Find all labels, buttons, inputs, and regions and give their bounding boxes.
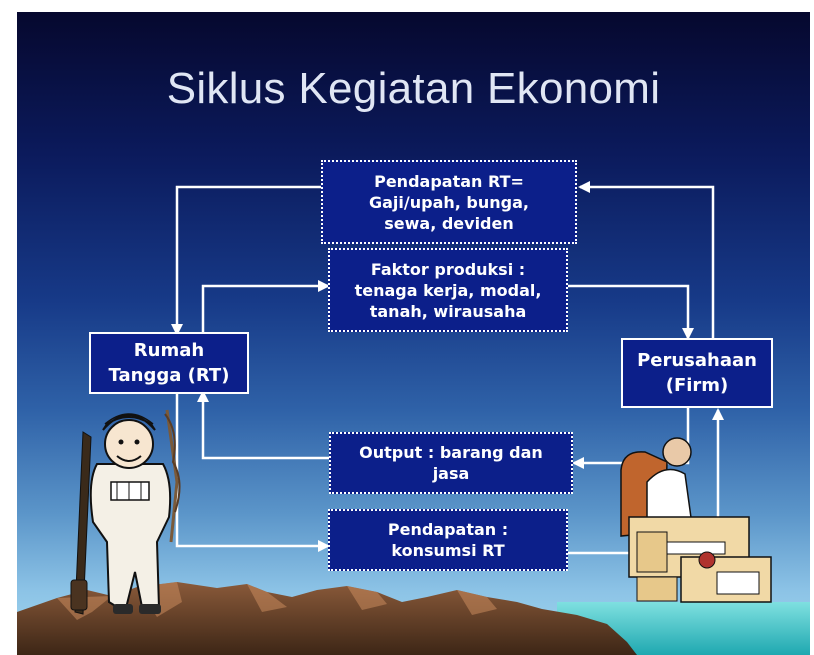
node-firm: Perusahaan (Firm)	[621, 338, 773, 408]
node-label-line: Perusahaan	[637, 350, 757, 371]
flow-text-line: sewa, deviden	[384, 213, 514, 233]
arrow-factors-to-firm	[201, 280, 694, 340]
flow-text-line: Output : barang dan	[359, 443, 543, 462]
slide: Siklus Kegiatan Ekonomi	[17, 12, 810, 655]
flow-text-line: Pendapatan RT=	[374, 171, 524, 191]
hunter-cartoon	[70, 409, 181, 615]
flow-box-household-income: Pendapatan RT= Gaji/upah, bunga, sewa, d…	[321, 160, 577, 244]
node-household: Rumah Tangga (RT)	[89, 332, 249, 394]
flow-text-line: tanah, wirausaha	[369, 301, 527, 321]
diagram-canvas	[17, 181, 810, 655]
flow-text-line: jasa	[432, 464, 470, 483]
flow-text-line: konsumsi RT	[391, 541, 505, 560]
node-label-line: Tangga (RT)	[108, 365, 230, 386]
flow-box-production-factors: Faktor produksi : tenaga kerja, modal, t…	[328, 248, 568, 332]
slide-title: Siklus Kegiatan Ekonomi	[166, 64, 661, 113]
flow-box-output: Output : barang dan jasa	[329, 432, 573, 494]
flow-text-line: Faktor produksi :	[370, 259, 526, 279]
businessman-at-desk	[620, 437, 772, 603]
arrow-output-to-household	[197, 390, 690, 469]
flow-text-line: tenaga kerja, modal,	[354, 280, 542, 300]
node-label-line: (Firm)	[665, 375, 729, 396]
flow-text-line: Pendapatan :	[387, 520, 509, 539]
flow-box-consumption: Pendapatan : konsumsi RT	[328, 509, 568, 571]
node-label-line: Rumah	[133, 340, 205, 361]
arrow-income-to-household	[171, 181, 715, 338]
flow-text-line: Gaji/upah, bunga,	[369, 192, 529, 212]
mountain-range	[17, 582, 637, 655]
